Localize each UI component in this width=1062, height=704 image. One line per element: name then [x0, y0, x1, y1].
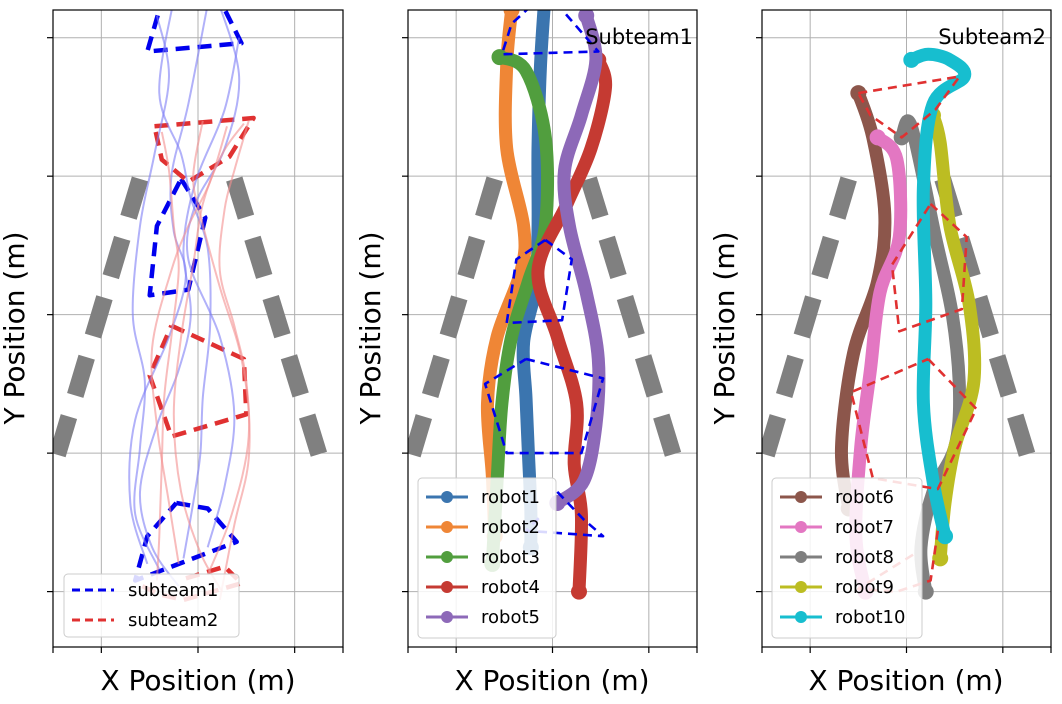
subteam2-formation-shape-1 — [152, 115, 256, 184]
robot9-end-point — [932, 550, 949, 567]
robot10-end-point — [937, 528, 954, 545]
legend-marker-robot7 — [795, 521, 807, 533]
trail2-trajectory-line — [155, 131, 180, 581]
y-axis-label: Y Position (m) — [0, 231, 31, 425]
robot5-start-point — [578, 10, 595, 24]
robot3-trajectory-line — [485, 50, 555, 571]
axis-ticks — [47, 37, 344, 653]
obstacle-wall-2 — [580, 176, 686, 473]
formation-shape-2 — [505, 238, 574, 325]
legend-box — [771, 477, 923, 639]
trajectories — [128, 10, 251, 601]
legend-label-robot3: robot3 — [481, 547, 540, 568]
robot4-end-point — [570, 583, 587, 600]
trail1-trajectory-line — [138, 37, 241, 587]
obstacle-wall-1 — [762, 176, 857, 473]
legend-marker-robot6 — [795, 491, 807, 503]
x-axis-label: X Position (m) — [808, 664, 1003, 697]
trajectories — [480, 10, 613, 600]
legend-marker-robot10 — [795, 611, 807, 623]
legend-label-subteam2: subteam2 — [128, 610, 218, 631]
legend-label-robot5: robot5 — [481, 607, 540, 628]
trail1-trajectory-line — [131, 15, 171, 570]
trail2-trajectory-line — [192, 120, 251, 576]
formation-shapes — [849, 75, 978, 593]
legend-marker-robot2 — [441, 521, 453, 533]
legend-label-robot10: robot10 — [835, 607, 905, 628]
trajectories — [834, 47, 982, 600]
obstacle-wall-2 — [226, 176, 332, 473]
legend-label-robot4: robot4 — [481, 577, 540, 598]
formation-shapes — [483, 10, 605, 538]
trail1-trajectory-line — [185, 10, 241, 548]
robot10-trajectory-line — [904, 47, 972, 543]
legend: subteam1 subteam2 — [63, 573, 240, 638]
y-axis-label: Y Position (m) — [708, 231, 741, 425]
subteam1-formation-shape-2 — [147, 177, 208, 298]
x-axis-label: X Position (m) — [100, 664, 295, 697]
obstacle-walls — [762, 176, 1040, 473]
obstacle-wall-1 — [408, 176, 503, 473]
panel-combined: X Position (m) Y Position (m) subteam1 s… — [0, 9, 344, 697]
y-axis-label: Y Position (m) — [354, 231, 387, 425]
subteam1-formation-shape-3 — [132, 500, 239, 583]
robot2-start-point — [503, 10, 520, 18]
obstacle-walls — [408, 176, 686, 473]
legend-marker-robot8 — [795, 551, 807, 563]
panel-title: Subteam2 — [938, 25, 1046, 49]
trail1-trajectory-line — [128, 10, 208, 565]
legend-marker-robot3 — [441, 551, 453, 563]
legend-marker-robot1 — [441, 491, 453, 503]
legend-label-robot1: robot1 — [481, 487, 540, 508]
formation-shape-1 — [857, 75, 961, 139]
panel-subteam1: Subteam1 X Position (m) Y Position (m) r… — [354, 9, 698, 697]
robot9-trajectory-line — [926, 108, 982, 565]
legend-marker-robot9 — [795, 581, 807, 593]
legend-label-robot6: robot6 — [835, 487, 894, 508]
panel-title: Subteam1 — [585, 25, 693, 49]
subteam2-formation-shape-2 — [147, 323, 249, 439]
obstacle-wall-2 — [934, 176, 1040, 473]
formation-shape-1 — [500, 10, 600, 56]
legend-box — [63, 573, 240, 638]
legend-label-subteam1: subteam1 — [128, 580, 218, 601]
robot10-start-point — [903, 51, 920, 68]
axis-ticks — [756, 37, 1052, 653]
trail2-trajectory-line — [218, 120, 251, 601]
legend-label-robot8: robot8 — [835, 547, 894, 568]
legend: robot6 robot7 robot8 robot9 robot10 — [771, 477, 923, 639]
legend-label-robot9: robot9 — [835, 577, 894, 598]
obstacle-wall-1 — [53, 176, 149, 473]
formation-shape-2 — [890, 202, 968, 333]
legend-marker-robot5 — [441, 611, 453, 623]
trail2-trajectory-line — [172, 123, 245, 593]
robot7-start-point — [869, 129, 886, 146]
x-axis-label: X Position (m) — [454, 664, 649, 697]
formation-shape-3 — [483, 357, 605, 455]
robot8-trajectory-line — [895, 114, 967, 599]
legend: robot1 robot2 robot3 robot4 robot5 — [417, 477, 557, 639]
legend-box — [417, 477, 557, 639]
obstacle-walls — [53, 176, 332, 473]
formation-shape-4 — [524, 491, 605, 538]
legend-marker-robot4 — [441, 581, 453, 593]
robot5-trajectory-line — [550, 10, 606, 510]
legend-label-robot2: robot2 — [481, 517, 540, 538]
robot2-trajectory-line — [480, 10, 532, 543]
legend-label-robot7: robot7 — [835, 517, 894, 538]
panel-subteam2: Subteam2 X Position (m) Y Position (m) r… — [708, 9, 1052, 697]
robot3-start-point — [491, 49, 508, 66]
formation-shape-4 — [857, 530, 940, 593]
axis-ticks — [402, 37, 698, 653]
